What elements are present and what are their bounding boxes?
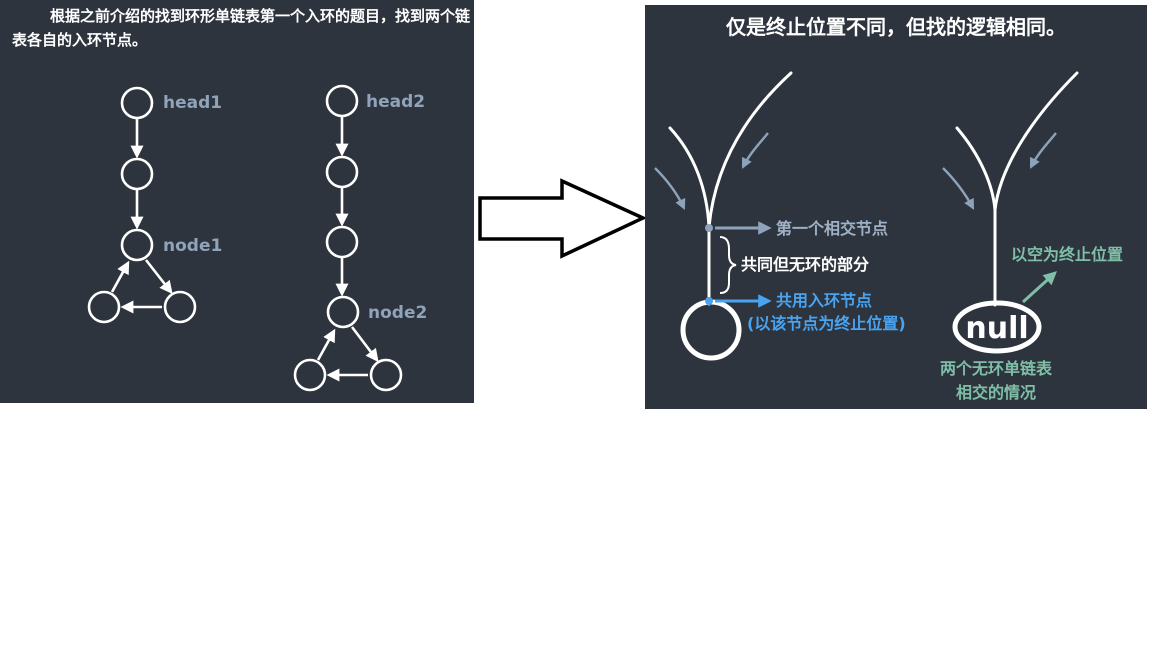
node2-label: node2 [368, 303, 427, 323]
list2-head-node [325, 84, 359, 118]
intro-text: 根据之前介绍的找到环形单链表第一个入环的题目，找到两个链表各自的入环节点。 [12, 7, 471, 49]
pointer-arrow-icon [1021, 271, 1058, 304]
head1-label: head1 [163, 93, 222, 113]
null-ellipse [952, 300, 1042, 354]
shared-no-loop-label: 共同但无环的部分 [741, 255, 869, 274]
list2-loop-node [369, 358, 403, 392]
null-stop-label: 以空为终止位置 [1011, 245, 1123, 264]
traverse-arrow-icon [654, 167, 686, 210]
list2-node [325, 225, 359, 259]
list1-loop-node [87, 290, 121, 324]
list-branch-left [668, 126, 711, 229]
head2-label: head2 [366, 92, 425, 112]
first-intersection-label: 第一个相交节点 [776, 219, 888, 238]
list-branch-right [707, 71, 793, 229]
traverse-arrow-icon [942, 167, 975, 210]
brace-icon [719, 236, 737, 294]
list1-loop-node [163, 290, 197, 324]
shared-loop [680, 299, 742, 361]
null-text: null [965, 311, 1028, 346]
caption-line1: 两个无环单链表 [940, 359, 1053, 378]
list2-node [325, 155, 359, 189]
traverse-arrow-icon [1029, 132, 1057, 169]
list1-node [120, 157, 154, 191]
shared-loop-entry-note: (以该节点为终止位置) [747, 314, 906, 333]
list-branch-right [993, 71, 1079, 212]
arrow [144, 259, 173, 295]
traverse-arrow-icon [741, 132, 769, 169]
arrow [316, 328, 336, 361]
right-title: 仅是终止位置不同，但找的逻辑相同。 [726, 15, 1066, 39]
loop-entry-dot [705, 297, 713, 305]
left-panel: 根据之前介绍的找到环形单链表第一个入环的题目，找到两个链表各自的入环节点。 [0, 0, 474, 403]
y-shape-diagram: 第一个相交节点 共同但无环的部分 共用入环节点 (以该节点为终止位置) null… [654, 71, 1123, 402]
node1-label: node1 [163, 236, 222, 256]
right-panel: 仅是终止位置不同，但找的逻辑相同。 第一个相交节点 共同但无环的部分 [645, 5, 1147, 409]
list2-loop-entry-node [326, 295, 360, 329]
first-intersection-dot [705, 224, 713, 232]
arrow [350, 326, 379, 363]
list1-loop-entry-node [120, 228, 154, 262]
list1-head-node [120, 86, 154, 120]
caption-line2: 相交的情况 [956, 383, 1036, 402]
two-lists-diagram: head1 node1 head2 node2 [87, 84, 427, 392]
right-arrow-icon [478, 178, 648, 259]
shared-loop-entry-label: 共用入环节点 [776, 291, 872, 310]
list-branch-left [955, 126, 997, 212]
arrow [110, 260, 130, 293]
list2-loop-node [293, 358, 327, 392]
